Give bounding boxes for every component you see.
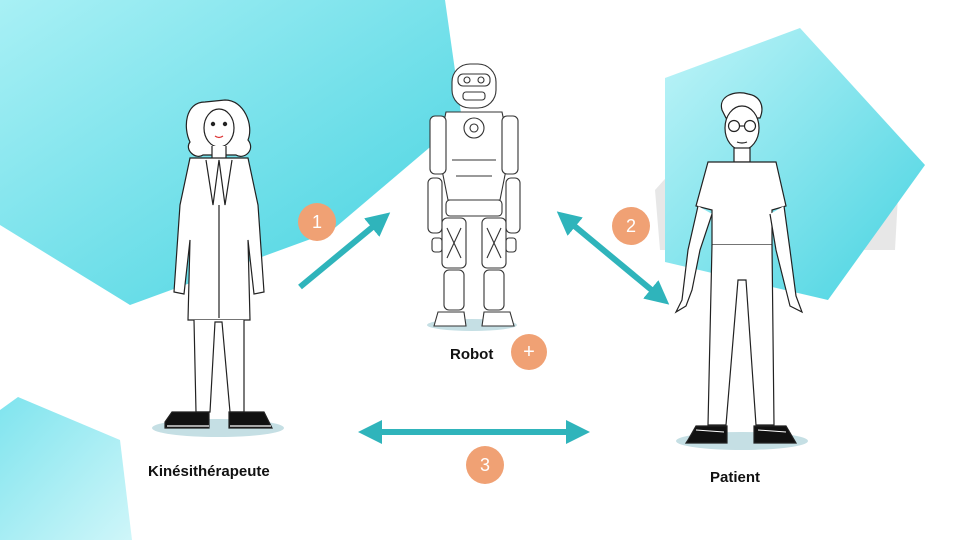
background-shape-bottom-left <box>0 397 132 540</box>
arrow-robot-patient <box>556 211 670 305</box>
patient-illustration <box>674 92 808 450</box>
step-badge-2: 2 <box>612 207 650 245</box>
therapist-illustration <box>152 99 284 437</box>
patient-label: Patient <box>710 469 761 486</box>
expand-plus-button[interactable]: + <box>511 334 547 370</box>
arrow-therapist-to-robot <box>298 212 391 290</box>
step-badge-3: 3 <box>466 446 504 484</box>
therapist-label: Kinésithérapeute <box>148 463 270 480</box>
robot-illustration <box>427 63 521 331</box>
step-badge-1: 1 <box>298 203 336 241</box>
robot-label: Robot <box>450 346 494 363</box>
background-shape-right <box>665 28 925 300</box>
